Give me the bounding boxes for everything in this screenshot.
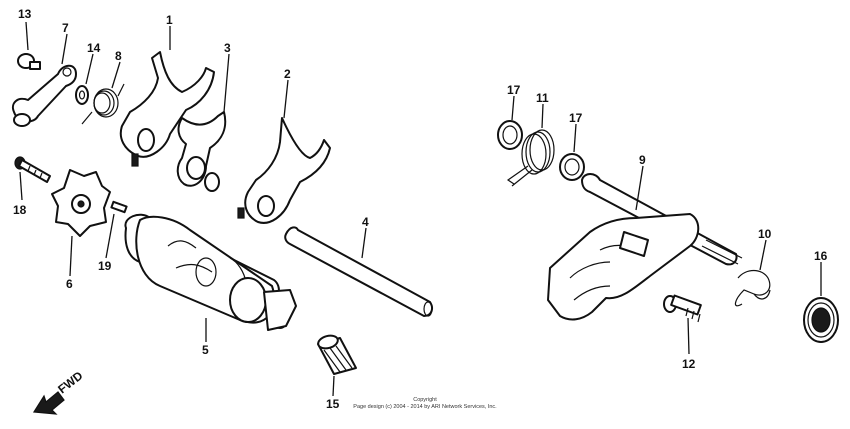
callout-labels: 13 7 14 8 1 3 2 18 6 19 5 4 15 17 11 17 … — [13, 7, 828, 411]
leader-lines — [19, 21, 822, 397]
copyright-line-2: Page design (c) 2004 - 2014 by ARI Netwo… — [353, 404, 497, 410]
callout-6: 6 — [66, 277, 73, 291]
callout-5: 5 — [202, 343, 209, 357]
copyright-notice: Copyright Page design (c) 2004 - 2014 by… — [353, 397, 497, 410]
part-17-circlip — [497, 120, 523, 150]
callout-8: 8 — [115, 49, 122, 63]
callout-7: 7 — [62, 21, 69, 35]
fwd-arrow-icon — [32, 391, 65, 415]
part-4-shift-fork-shaft — [284, 226, 433, 317]
fwd-indicator: FWD — [32, 368, 86, 415]
callout-12: 12 — [682, 357, 696, 371]
callout-17: 17 — [507, 83, 521, 97]
callout-4: 4 — [362, 215, 369, 229]
part-6-drum-plate — [51, 169, 111, 237]
part-8-spring — [81, 83, 125, 125]
callout-19: 19 — [98, 259, 112, 273]
part-5-shift-drum — [124, 213, 297, 331]
part-19-pin — [110, 200, 128, 214]
part-12-bolt — [663, 294, 702, 323]
callout-17-lower: 17 — [569, 111, 583, 125]
part-10-spring — [734, 269, 771, 307]
part-11-return-spring — [506, 129, 555, 187]
callout-14: 14 — [87, 41, 101, 55]
part-15-needle-bearing — [317, 334, 357, 375]
callout-1: 1 — [166, 13, 173, 27]
callout-10: 10 — [758, 227, 772, 241]
callout-13: 13 — [18, 7, 32, 21]
part-3-shift-fork — [176, 111, 227, 192]
part-1-shift-fork — [119, 51, 215, 167]
part-16-oil-seal — [803, 297, 839, 343]
part-18-bolt — [14, 156, 51, 183]
callout-15: 15 — [326, 397, 340, 411]
callout-3: 3 — [224, 41, 231, 55]
callout-9: 9 — [639, 153, 646, 167]
callout-2: 2 — [284, 67, 291, 81]
part-13-bolt — [17, 53, 41, 70]
part-7-stopper-arm — [12, 64, 77, 127]
copyright-line-1: Copyright — [413, 397, 437, 403]
callout-18: 18 — [13, 203, 27, 217]
part-9-gearshift-spindle — [547, 173, 743, 321]
part-17-circlip — [559, 153, 585, 181]
callout-16: 16 — [814, 249, 828, 263]
fwd-label: FWD — [55, 368, 85, 396]
part-2-shift-fork — [237, 117, 331, 224]
callout-11: 11 — [536, 91, 549, 105]
part-14-washer — [75, 85, 89, 105]
